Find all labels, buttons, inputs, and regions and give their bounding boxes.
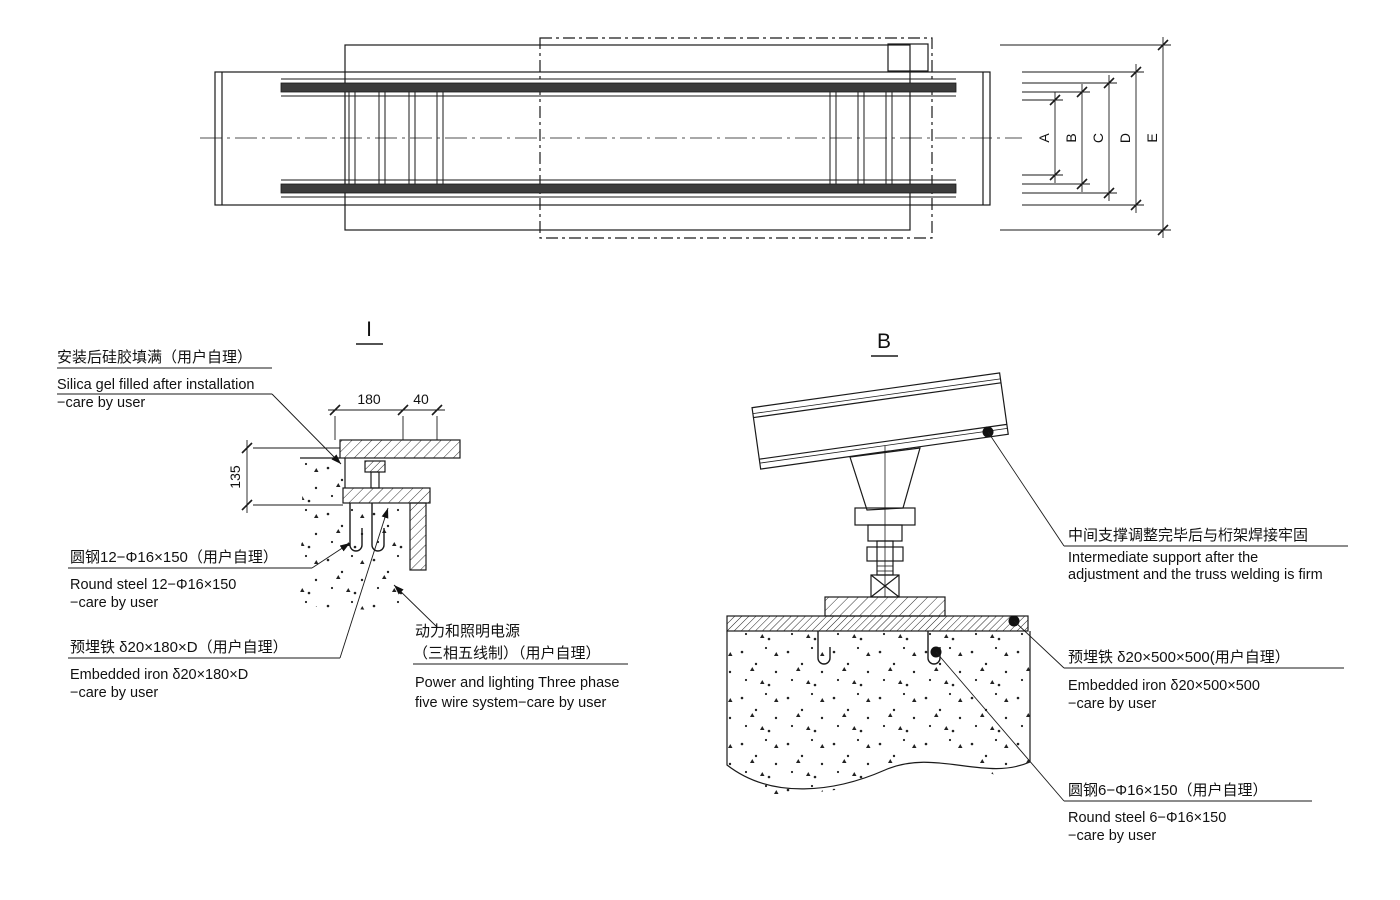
- top-view-dimensions: A B C D E: [1000, 37, 1171, 238]
- silica-label-cn: 安装后硅胶填满（用户自理）: [57, 349, 252, 366]
- power-label-en1: Power and lighting Three phase: [415, 675, 619, 691]
- lock-nut: [866, 546, 904, 562]
- ceiling-slab-hatched: [339, 439, 461, 459]
- detail-i-title: I: [366, 318, 372, 341]
- concrete-stipple-region: [300, 458, 406, 612]
- dim-40-label: 40: [413, 391, 429, 407]
- leader-line-power: [393, 584, 438, 628]
- base-plate-hatched: [824, 596, 946, 617]
- leader-line-round-steel-b: [935, 651, 1065, 802]
- dim-135: 135: [227, 440, 343, 513]
- guide-rails: [280, 78, 957, 198]
- embedded-iron-b-label-en1: Embedded iron δ20×500×500: [1068, 678, 1260, 694]
- dim-label-e: E: [1144, 133, 1160, 142]
- leader-line-round-steel: [311, 542, 351, 569]
- roller-posts-right: [829, 92, 893, 184]
- round-steel-label-cn: 圆钢12−Φ16×150（用户自理）: [70, 549, 278, 566]
- support-label-cn: 中间支撑调整完毕后与桁架焊接牢固: [1068, 527, 1308, 544]
- leader-line-embedded-iron: [339, 507, 389, 659]
- detail-b-title: B: [877, 330, 891, 353]
- embedded-iron-b-label-en2: −care by user: [1068, 696, 1156, 712]
- guide-rail-bottom: [280, 183, 957, 194]
- anchor-hook-1: [349, 503, 363, 552]
- round-steel-label-en2: −care by user: [70, 595, 158, 611]
- dim-line-b: [1076, 84, 1088, 192]
- detail-i: I 180 40: [57, 318, 628, 711]
- embedded-plate-horizontal: [342, 487, 431, 504]
- power-label-cn2: （三相五线制）（用户自理）: [413, 645, 601, 662]
- guide-rail-top: [280, 82, 957, 93]
- round-steel-label-en1: Round steel 12−Φ16×150: [70, 577, 236, 593]
- support-label-en1: Intermediate support after the: [1068, 550, 1258, 566]
- anchor-bolt-head: [364, 460, 386, 473]
- dim-180-label: 180: [357, 391, 381, 407]
- truss-chord: [751, 372, 1009, 470]
- dim-line-d: [1130, 64, 1142, 213]
- support-label-en2: adjustment and the truss welding is firm: [1068, 567, 1323, 583]
- assembly-outer-frame: [214, 71, 991, 206]
- embedded-iron-label-cn: 预埋铁 δ20×180×D（用户自理）: [70, 639, 288, 656]
- dim-label-b: B: [1063, 133, 1079, 142]
- power-label-en2: five wire system−care by user: [415, 695, 607, 711]
- embedded-iron-b-label-cn: 预埋铁 δ20×500×500(用户自理）: [1068, 649, 1290, 666]
- dim-180-40: 180 40: [328, 391, 445, 440]
- dim-line-e: [1157, 37, 1169, 238]
- detail-b: B: [726, 330, 1348, 844]
- limit-box: [887, 43, 929, 72]
- embedded-iron-label-en1: Embedded iron δ20×180×D: [70, 667, 248, 683]
- round-steel-b-label-en2: −care by user: [1068, 828, 1156, 844]
- anchor-bolt-shaft: [370, 471, 380, 489]
- travel-range-dashed-box: [539, 37, 933, 239]
- round-steel-b-label-cn: 圆钢6−Φ16×150（用户自理）: [1068, 782, 1268, 799]
- leader-line-silica: [271, 393, 342, 465]
- dim-line-a: [1049, 92, 1061, 183]
- anchor-hook-left: [817, 631, 831, 665]
- leader-line-support: [987, 431, 1065, 547]
- dim-label-d: D: [1117, 133, 1133, 143]
- leader-line-embedded-b: [1013, 620, 1065, 669]
- silica-label-en1: Silica gel filled after installation: [57, 377, 254, 393]
- anchor-hook-right: [927, 631, 941, 665]
- roller-posts-left: [348, 92, 444, 184]
- assembly-tall-housing: [344, 44, 911, 231]
- dim-135-label: 135: [227, 465, 243, 489]
- dim-line-c: [1103, 75, 1115, 201]
- anchor-hook-2: [371, 503, 385, 552]
- embedded-iron-strip: [726, 615, 1029, 632]
- top-assembly-view: [200, 37, 1022, 239]
- power-label-cn1: 动力和照明电源: [415, 623, 520, 640]
- dim-label-c: C: [1090, 133, 1106, 143]
- round-steel-b-label-en1: Round steel 6−Φ16×150: [1068, 810, 1226, 826]
- silica-label-en2: −care by user: [57, 395, 145, 411]
- dim-label-a: A: [1036, 133, 1052, 143]
- embedded-iron-label-en2: −care by user: [70, 685, 158, 701]
- dimension-extension-lines: [1000, 44, 1171, 231]
- angle-plate-vertical: [409, 502, 427, 571]
